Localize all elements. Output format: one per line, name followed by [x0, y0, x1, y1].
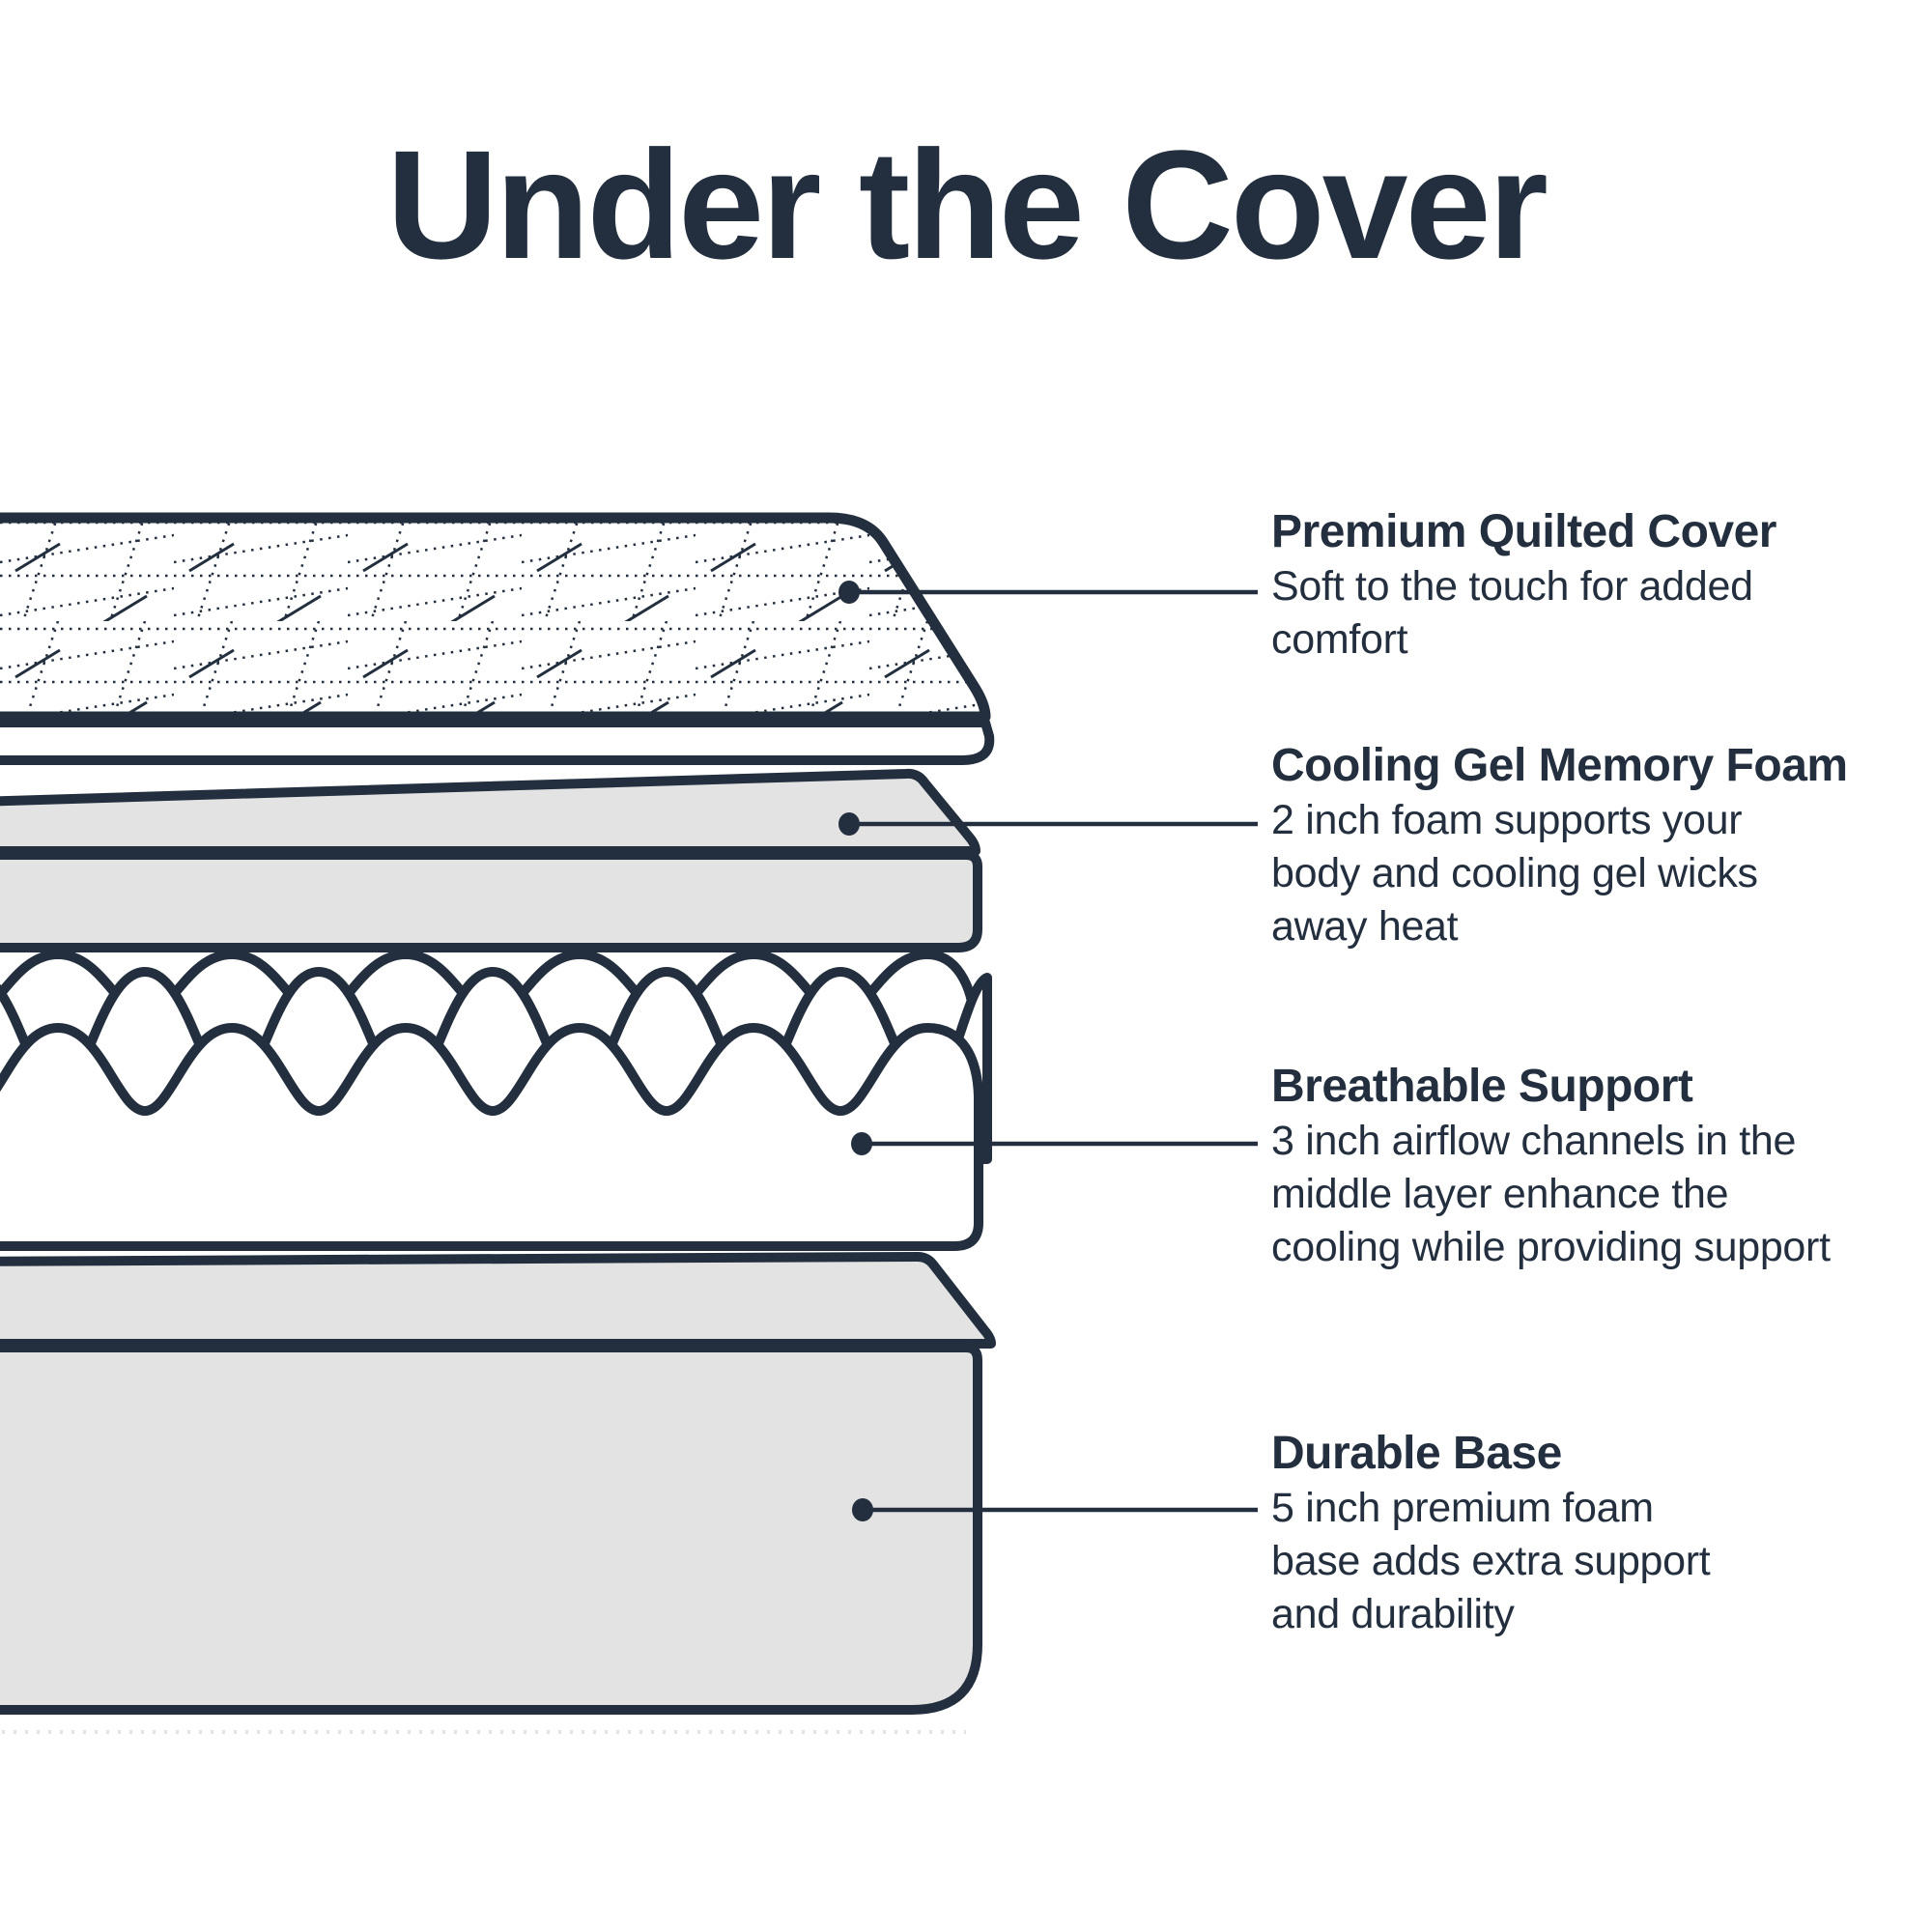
label-body: 2 inch foam supports your body and cooli… — [1271, 797, 1758, 950]
label-heading: Breathable Support — [1271, 1061, 1693, 1112]
label-premium-quilted-cover: Premium Quilted Cover Soft to the touch … — [1271, 504, 1909, 667]
callout-dot-quilted-cover — [838, 581, 860, 604]
memory-foam-top-face — [0, 768, 980, 856]
callout-dot-breathable-support — [851, 1132, 872, 1155]
layer-memory-foam — [0, 768, 982, 952]
callouts — [838, 581, 1258, 1521]
breathable-support-front-face — [0, 1023, 983, 1251]
page-title: Under the Cover — [386, 118, 1548, 291]
label-cooling-gel-memory-foam: Cooling Gel Memory Foam 2 inch foam supp… — [1271, 738, 1909, 953]
layer-durable-base — [0, 1252, 996, 1734]
quilted-cover-front-edge — [0, 718, 995, 765]
label-heading: Premium Quilted Cover — [1271, 506, 1776, 557]
layer-breathable-support — [0, 950, 992, 1251]
label-heading: Cooling Gel Memory Foam — [1271, 740, 1848, 791]
durable-base-front-face — [0, 1343, 982, 1715]
label-breathable-support: Breathable Support 3 inch airflow channe… — [1271, 1059, 1909, 1274]
label-durable-base: Durable Base 5 inch premium foam base ad… — [1271, 1426, 1909, 1641]
callout-dot-memory-foam — [838, 812, 860, 836]
label-heading: Durable Base — [1271, 1428, 1562, 1479]
memory-foam-front-face — [0, 850, 982, 952]
callout-dot-durable-base — [852, 1498, 873, 1521]
quilted-cover-top-face — [0, 512, 991, 723]
label-body: 5 inch premium foam base adds extra supp… — [1271, 1485, 1711, 1637]
layer-quilted-cover — [0, 512, 995, 765]
durable-base-top-face — [0, 1252, 996, 1349]
label-body: Soft to the touch for added comfort — [1271, 563, 1753, 663]
label-body: 3 inch airflow channels in the middle la… — [1271, 1118, 1831, 1270]
